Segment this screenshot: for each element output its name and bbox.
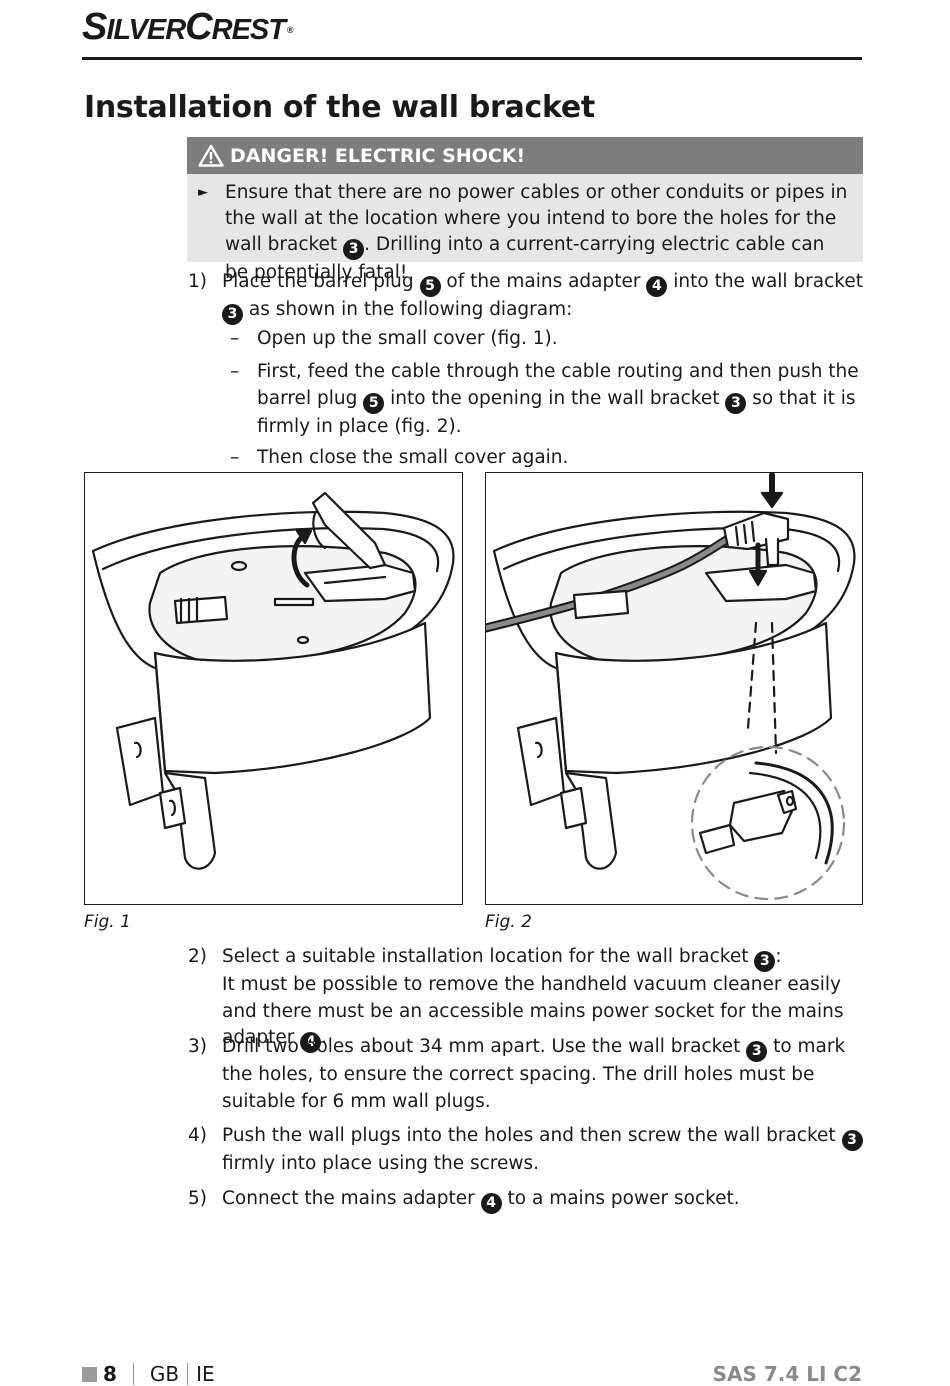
number-badge: 3 bbox=[746, 1041, 768, 1062]
language-ie: IE bbox=[196, 1362, 215, 1386]
number-badge: 3 bbox=[222, 304, 243, 325]
page-number: 8 bbox=[103, 1362, 117, 1386]
figure-2 bbox=[485, 472, 863, 905]
number-badge: 3 bbox=[343, 239, 365, 260]
number-badge: 5 bbox=[363, 392, 385, 414]
brand-logo: SILVERCREST® bbox=[82, 6, 294, 48]
danger-heading: DANGER! ELECTRIC SHOCK! bbox=[187, 137, 863, 174]
figure-1-caption: Fig. 1 bbox=[84, 912, 131, 932]
step-1-sub-a: – Open up the small cover (fig. 1). bbox=[230, 328, 558, 349]
number-badge: 3 bbox=[754, 951, 776, 972]
page-marker-square-icon bbox=[82, 1366, 97, 1382]
number-badge: 4 bbox=[480, 1193, 502, 1214]
figure-2-caption: Fig. 2 bbox=[485, 912, 532, 932]
page-title: Installation of the wall bracket bbox=[84, 90, 595, 125]
header-rule bbox=[82, 57, 862, 60]
wall-bracket-open-cover-illustration bbox=[91, 491, 455, 870]
warning-triangle-icon bbox=[198, 144, 224, 167]
step-4: 4) Push the wall plugs into the holes an… bbox=[188, 1123, 863, 1178]
number-badge: 4 bbox=[646, 276, 668, 297]
number-badge: 5 bbox=[419, 276, 441, 297]
danger-text: ► Ensure that there are no power cables … bbox=[198, 182, 848, 283]
figure-1 bbox=[84, 472, 463, 905]
footer-page-info: 8 GB IE bbox=[82, 1362, 215, 1386]
divider bbox=[132, 1363, 134, 1385]
language-gb: GB bbox=[149, 1362, 180, 1386]
step-5: 5) Connect the mains adapter 4 to a main… bbox=[188, 1186, 863, 1214]
number-badge: 3 bbox=[841, 1130, 863, 1151]
number-badge: 4 bbox=[300, 1032, 322, 1053]
number-badge: 3 bbox=[725, 392, 747, 414]
divider bbox=[187, 1363, 189, 1385]
step-1-sub-b: – First, feed the cable through the cabl… bbox=[230, 361, 859, 437]
step-1-sub-c: – Then close the small cover again. bbox=[230, 447, 569, 468]
arrow-bullet-icon: ► bbox=[198, 185, 208, 200]
step-3: 3) Drill two holes about 34 mm apart. Us… bbox=[188, 1036, 846, 1112]
wall-bracket-plug-inserted-illustration bbox=[486, 473, 856, 901]
footer-model: SAS 7.4 LI C2 bbox=[712, 1362, 862, 1386]
step-2: 2) Select a suitable installation locati… bbox=[188, 944, 863, 1053]
step-1: 1) Place the barrel plug 5 of the mains … bbox=[188, 269, 863, 325]
danger-warning-box: DANGER! ELECTRIC SHOCK! ► Ensure that th… bbox=[187, 137, 863, 283]
